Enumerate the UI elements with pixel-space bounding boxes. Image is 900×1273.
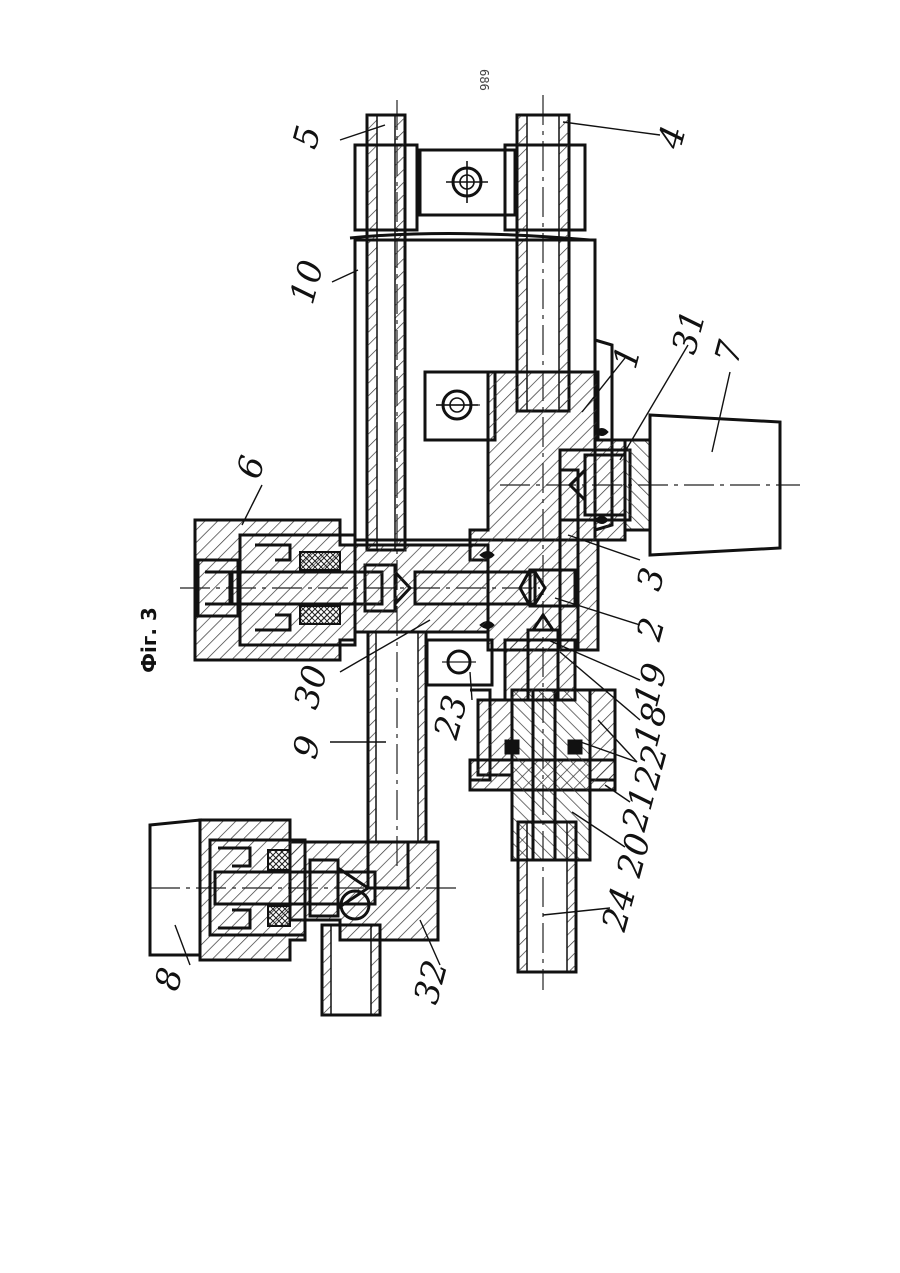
callout-30: 30 [286,661,336,713]
callout-9: 9 [285,732,329,763]
callout-3: 3 [629,564,673,595]
callout-18: 18 [626,699,676,751]
lower-clamp [425,372,495,440]
callout-20: 20 [609,829,659,882]
page-number: 686 [477,69,491,91]
callout-5: 5 [285,122,329,153]
callout-4: 4 [650,122,694,154]
callout-6: 6 [229,452,273,483]
callout-7: 7 [707,336,751,368]
figure-label: Фіг. 3 [137,607,161,673]
body-1 [470,372,625,650]
callout-23: 23 [426,691,476,744]
callout-24: 24 [594,883,644,936]
upper-clamp [420,150,515,215]
callout-8: 8 [147,964,191,995]
pipe-4 [505,115,585,411]
callout-10: 10 [282,256,332,308]
callout-31: 31 [664,306,714,358]
pipe-5 [355,115,417,550]
callout-2: 2 [629,614,673,646]
callout-32: 32 [406,956,456,1008]
